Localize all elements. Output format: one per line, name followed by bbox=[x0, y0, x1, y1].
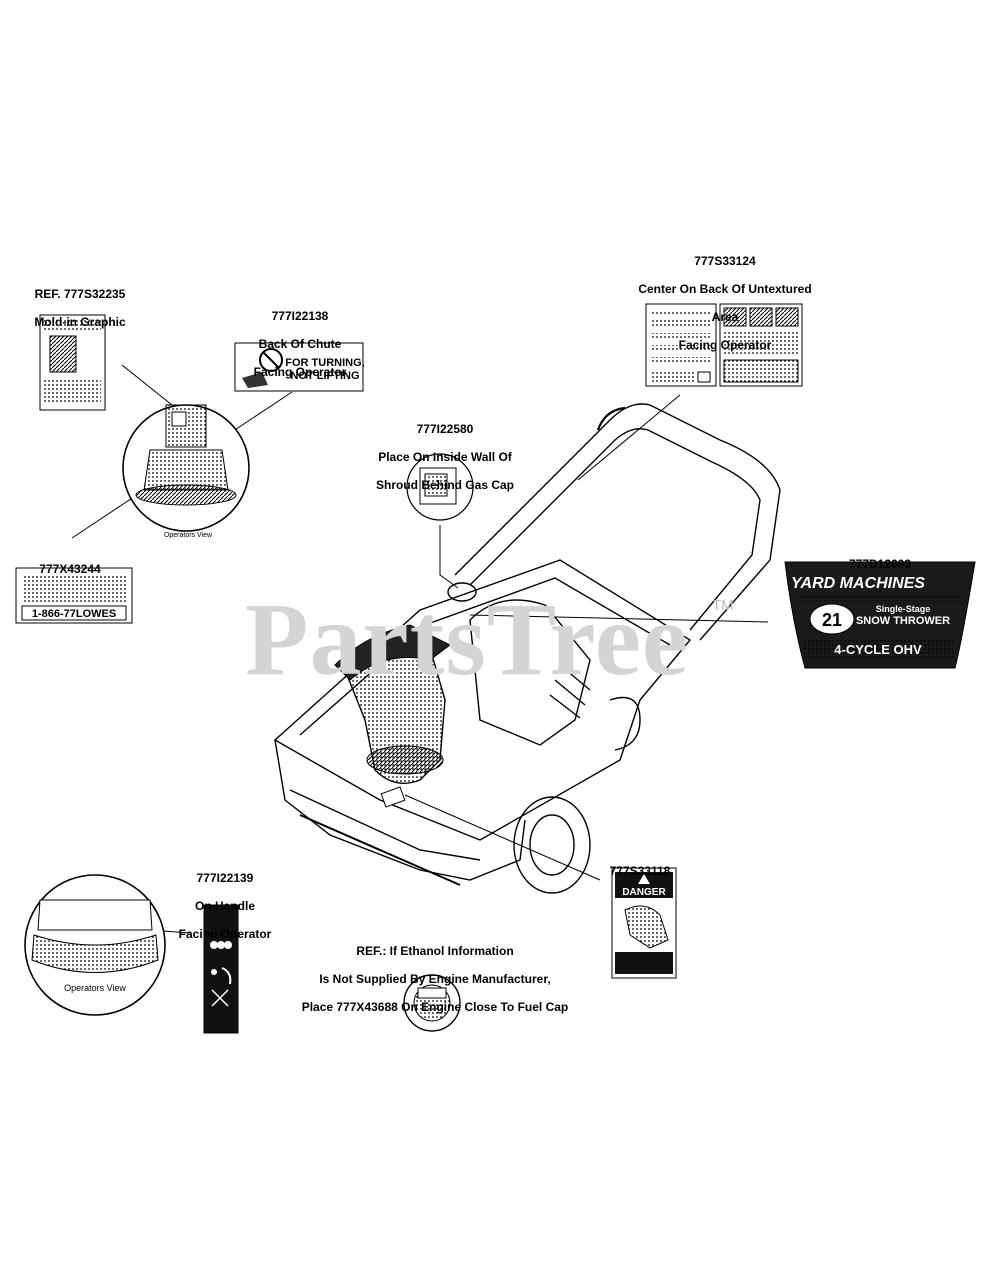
brand-size: 21 bbox=[822, 610, 842, 630]
brand-decal: YARD MACHINES 21 Single-Stage SNOW THROW… bbox=[784, 561, 976, 669]
callout-warning-decals: 777S33124 Center On Back Of Untextured A… bbox=[638, 254, 812, 352]
gas-cap-mark bbox=[380, 786, 406, 808]
mold-in-graphic-decal bbox=[39, 314, 106, 411]
chute-base bbox=[366, 745, 444, 775]
callout-phone-decal: 777X43244 bbox=[39, 562, 101, 576]
callout-brand-decal: 777D12603 bbox=[848, 557, 912, 571]
brand-line-2: SNOW THROWER bbox=[856, 615, 950, 627]
callout-danger-decal: 777S33118 bbox=[609, 864, 671, 878]
ethanol-badge bbox=[403, 974, 461, 1032]
operators-view-caption-bottom: Operators View bbox=[64, 983, 126, 993]
callout-chute-decal: 777I22138 Back Of Chute Facing Operator bbox=[253, 309, 347, 379]
gas-cap-view-circle bbox=[406, 453, 474, 521]
chute-deflector bbox=[334, 624, 451, 681]
watermark-tm: TM bbox=[712, 597, 734, 614]
phone-decal: 1-866-77LOWES bbox=[15, 567, 133, 624]
chute-decal-text-1: FOR TURNING, bbox=[285, 357, 364, 369]
callout-handle-decal: 777I22139 On Handle Facing Operator bbox=[178, 871, 272, 941]
brand-name: YARD MACHINES bbox=[791, 575, 925, 592]
operators-view-circle-left bbox=[122, 404, 250, 532]
brand-line-1: Single-Stage bbox=[876, 604, 931, 614]
chute-decal-text-2: NOT LIFTING bbox=[290, 370, 359, 382]
phone-decal-text: 1-866-77LOWES bbox=[32, 608, 116, 620]
callout-mold-in-graphic: REF. 777S32235 Mold-in Graphic bbox=[34, 287, 126, 329]
callout-ethanol-note: REF.: If Ethanol Information Is Not Supp… bbox=[301, 944, 569, 1014]
warning-decal-right bbox=[719, 303, 803, 387]
operators-view-caption-left: Operators View bbox=[164, 532, 213, 539]
chute-decal: FOR TURNING, NOT LIFTING bbox=[234, 342, 365, 392]
danger-decal: DANGER bbox=[611, 867, 677, 979]
danger-heading: DANGER bbox=[622, 887, 666, 898]
callout-gas-cap-decal: 777I22580 Place On Inside Wall Of Shroud… bbox=[375, 422, 514, 492]
handle-decal bbox=[203, 904, 239, 1034]
operators-view-circle-bottom bbox=[24, 874, 166, 1016]
warning-decal-left bbox=[645, 303, 717, 387]
watermark: PartsTree bbox=[245, 582, 690, 697]
brand-line-3: 4-CYCLE OHV bbox=[834, 642, 922, 657]
snow-thrower-drawing bbox=[273, 403, 781, 894]
